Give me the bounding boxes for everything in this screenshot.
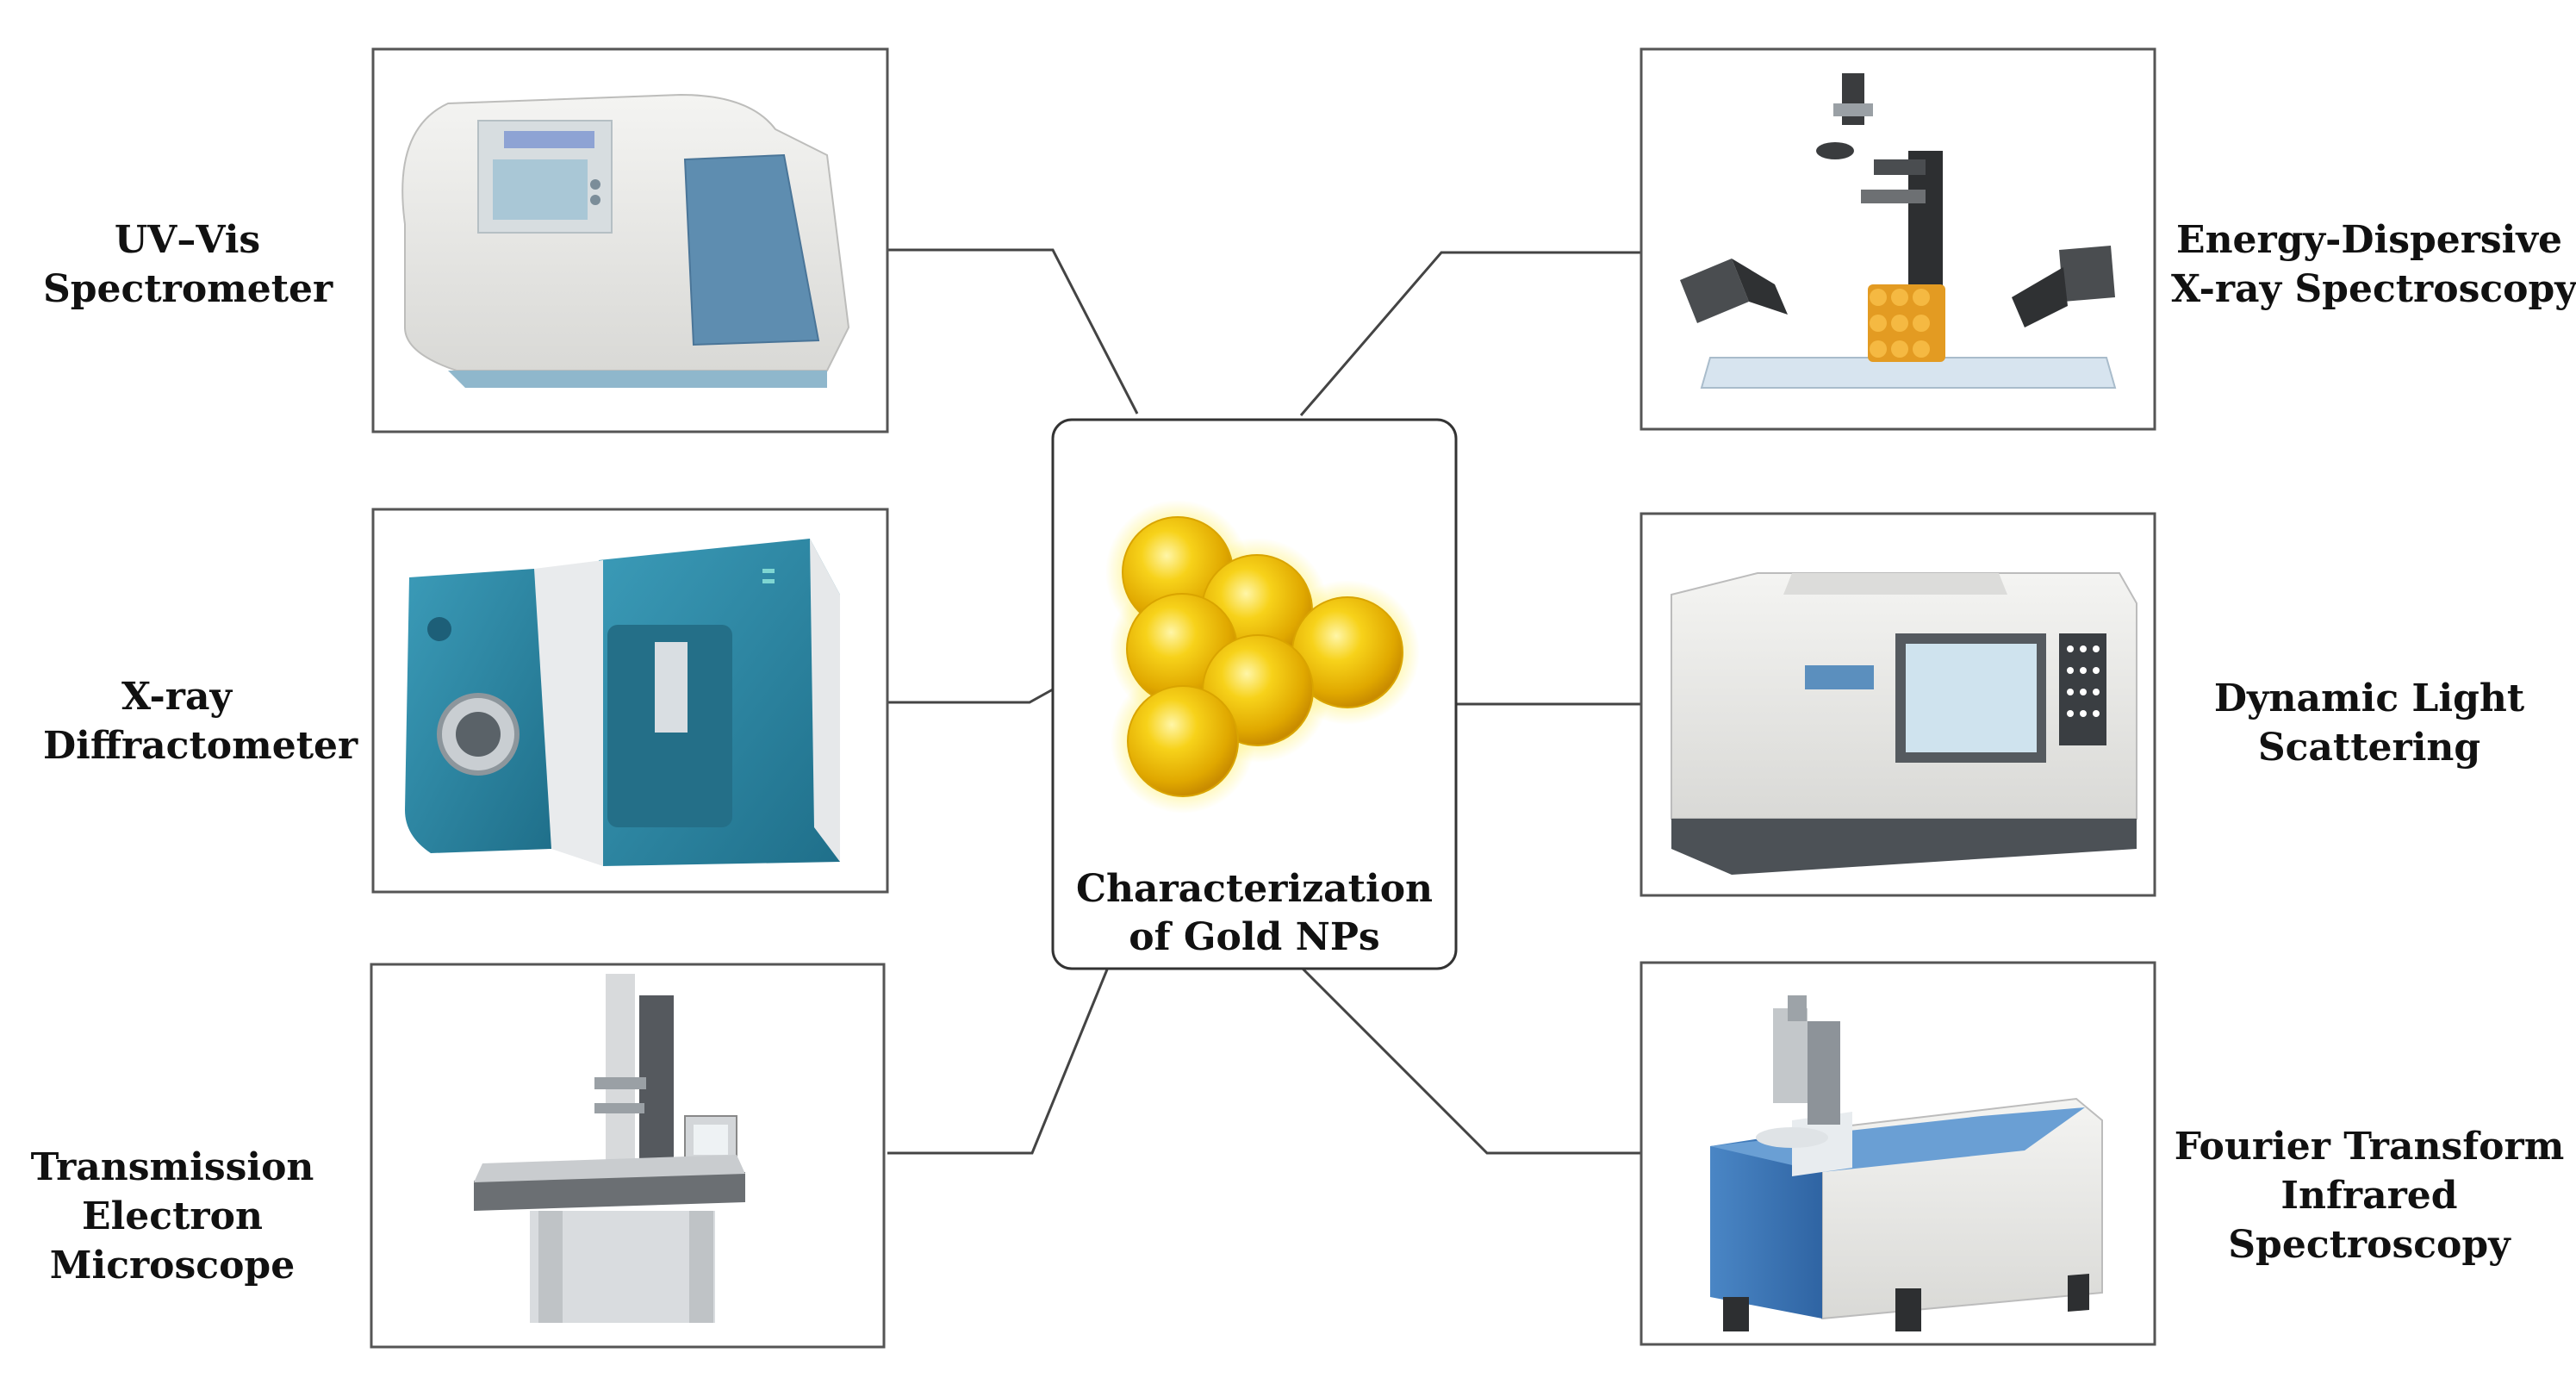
- label-xrd-line1: X-ray: [121, 675, 233, 719]
- label-ftir-line1: Fourier Transform: [2174, 1125, 2565, 1169]
- connector-edx: [1299, 251, 1641, 416]
- center-title-line2: of Gold NPs: [1129, 915, 1380, 959]
- label-tem-line2: Electron: [82, 1194, 263, 1238]
- label-xrd-line2: Diffractometer: [43, 724, 358, 768]
- label-edx-line1: Energy-Dispersive: [2176, 218, 2562, 262]
- center-title: Characterization of Gold NPs: [1053, 865, 1456, 962]
- connector-tem: [887, 969, 1109, 1155]
- dls-instrument-icon: [1671, 572, 2137, 875]
- gold-nanoparticles-icon: [1105, 500, 1420, 814]
- x-ray-detector-left-icon: [1680, 259, 1788, 323]
- label-edx-line2: X-ray Spectroscopy: [2171, 267, 2576, 311]
- label-uv-vis-line1: UV–Vis: [114, 218, 261, 262]
- label-dls: Dynamic Light Scattering: [2184, 674, 2554, 772]
- connector-xrd: [887, 688, 1054, 704]
- x-ray-detector-right-icon: [2012, 246, 2115, 327]
- label-uv-vis-line2: Spectrometer: [43, 267, 333, 311]
- label-ftir-line3: Spectroscopy: [2228, 1223, 2511, 1267]
- label-xrd: X-ray Diffractometer: [43, 672, 358, 770]
- ftir-spectrometer-icon: [1710, 995, 2103, 1331]
- label-tem-line1: Transmission: [30, 1145, 314, 1189]
- connector-uv-vis: [887, 248, 1139, 415]
- label-tem: Transmission Electron Microscope: [26, 1143, 319, 1290]
- edx-instrument-icon: [1680, 73, 2117, 389]
- connector-ftir: [1301, 967, 1641, 1155]
- label-ftir-line2: Infrared: [2280, 1174, 2458, 1218]
- transmission-electron-microscope-icon: [474, 974, 745, 1323]
- label-dls-line1: Dynamic Light: [2213, 677, 2525, 720]
- center-title-line1: Characterization: [1075, 867, 1434, 911]
- label-ftir: Fourier Transform Infrared Spectroscopy: [2171, 1122, 2567, 1269]
- label-dls-line2: Scattering: [2257, 726, 2481, 770]
- gold-cube-icon: [1868, 284, 1945, 362]
- label-uv-vis: UV–Vis Spectrometer: [43, 215, 333, 314]
- connectors: [887, 248, 1641, 1155]
- label-tem-line3: Microscope: [49, 1244, 296, 1288]
- uv-vis-spectrometer-icon: [401, 93, 850, 388]
- label-edx: Energy-Dispersive X-ray Spectroscopy: [2171, 215, 2576, 314]
- x-ray-diffractometer-icon: [405, 539, 840, 866]
